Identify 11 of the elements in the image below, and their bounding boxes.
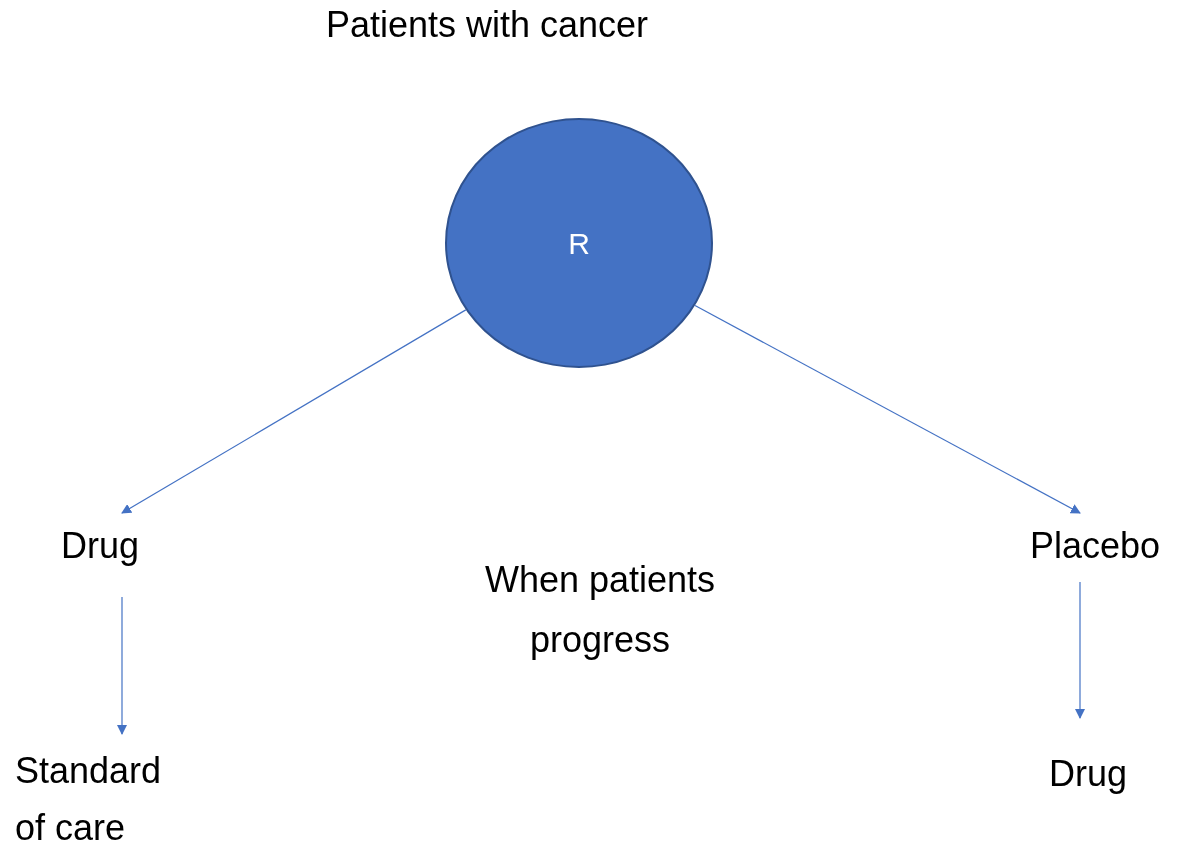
node-label: Drug <box>1049 751 1127 796</box>
arrow <box>1075 581 1085 719</box>
node-label: Placebo <box>1029 523 1161 568</box>
arrow <box>694 304 1081 514</box>
note-text: When patients progress <box>483 558 717 662</box>
randomization-circle: R <box>445 118 713 368</box>
node-label: Drug <box>61 523 139 568</box>
arrow <box>117 596 127 735</box>
node-label: Standard of care <box>15 749 163 850</box>
title: Patients with cancer <box>324 4 650 46</box>
arrow <box>121 309 467 514</box>
